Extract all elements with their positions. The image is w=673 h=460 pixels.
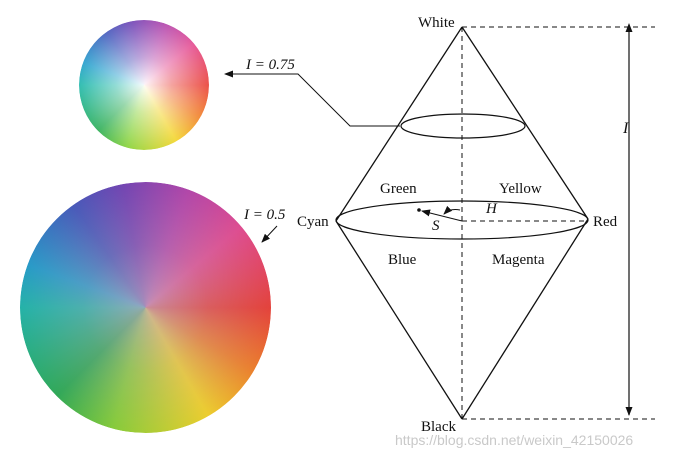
label-hue: H bbox=[485, 201, 498, 217]
label-white: White bbox=[418, 15, 455, 31]
leader-line-i075 bbox=[224, 70, 400, 127]
label-slice-i075: I = 0.75 bbox=[245, 57, 295, 73]
cone-edge-upper-left bbox=[335, 26, 463, 222]
label-intensity-axis: I bbox=[622, 120, 629, 137]
watermark-text: https://blog.csdn.net/weixin_42150026 bbox=[395, 432, 633, 448]
label-slice-i05: I = 0.5 bbox=[243, 207, 286, 223]
color-disc-i05 bbox=[20, 182, 271, 433]
label-saturation: S bbox=[432, 218, 440, 234]
color-point bbox=[417, 208, 421, 212]
label-green: Green bbox=[380, 181, 417, 197]
label-black: Black bbox=[421, 419, 456, 435]
cone-edge-lower-right bbox=[461, 218, 589, 420]
label-red: Red bbox=[593, 214, 618, 230]
hue-angle-arc bbox=[443, 205, 461, 215]
label-yellow: Yellow bbox=[499, 181, 542, 197]
disc-intensity-overlay-small bbox=[79, 20, 209, 150]
label-magenta: Magenta bbox=[492, 252, 545, 268]
label-blue: Blue bbox=[388, 252, 417, 268]
leader-line-i05 bbox=[261, 225, 278, 243]
cone-edge-lower-left bbox=[335, 220, 463, 420]
label-cyan: Cyan bbox=[297, 214, 329, 230]
disc-intensity-overlay-large bbox=[20, 182, 271, 433]
saturation-vector bbox=[421, 209, 463, 222]
cone-edge-upper-right bbox=[461, 26, 589, 220]
color-disc-i075 bbox=[79, 20, 209, 150]
upper-slice-ellipse bbox=[400, 113, 526, 139]
equator-ellipse bbox=[335, 200, 589, 240]
